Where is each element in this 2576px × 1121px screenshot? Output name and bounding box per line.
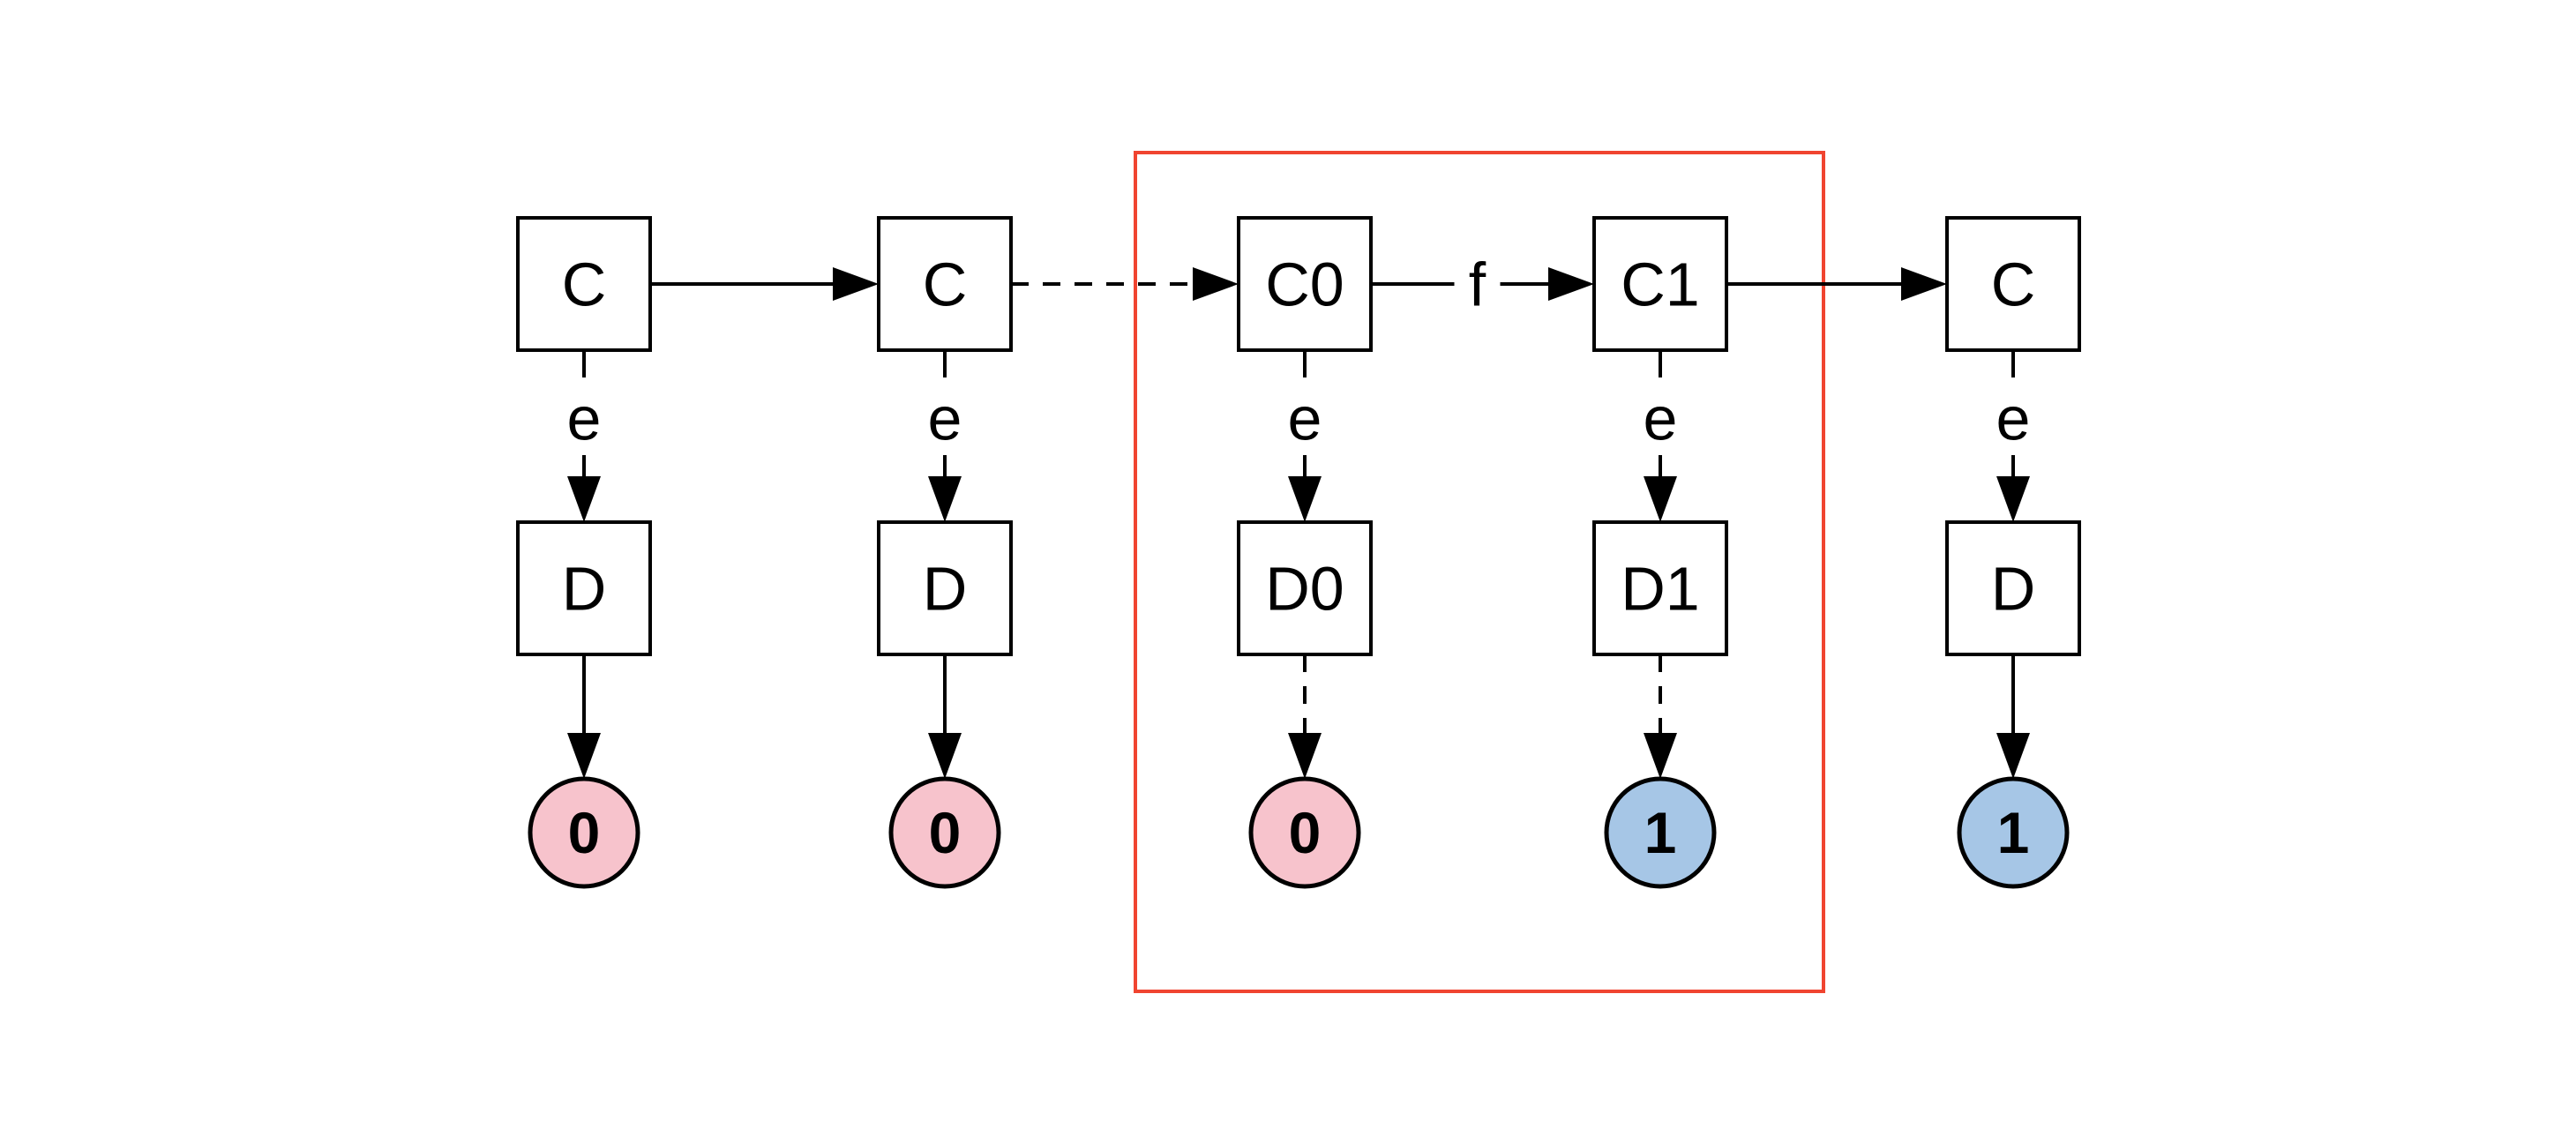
d-node-label-3: D0 [1265,555,1344,624]
arrowhead-icon [833,267,879,301]
e-edge-1: e [567,350,602,522]
value-node-4 [1604,776,1717,889]
e-edge-4: e [1644,350,1678,522]
arrowhead-icon [1996,476,2030,522]
c-node-3 [1237,216,1373,352]
value-node-label-3: 0 [1289,800,1322,865]
arrowhead-icon [1193,267,1239,301]
c-edge-4-5 [1726,267,1947,301]
arrowhead-icon [1644,476,1677,522]
arrowhead-icon [1644,733,1677,779]
arrowhead-icon [567,733,601,779]
value-node-5 [1957,776,2070,889]
value-node-label-5: 1 [1997,800,2030,865]
e-edge-5: e [1996,350,2031,522]
c-node-label-4: C1 [1621,250,1699,319]
d-node-1 [516,520,652,656]
d-node-4 [1592,520,1728,656]
d-edge-2 [928,654,962,779]
d-edge-5 [1996,654,2030,779]
value-node-label-1: 0 [568,800,601,865]
arrowhead-icon [928,733,962,779]
e-edge-3: e [1288,350,1322,522]
e-edge-label-1: e [567,385,602,453]
c-node-1 [516,216,652,352]
d-node-label-2: D [923,555,968,624]
e-edge-label-2: e [928,385,962,453]
c-node-label-2: C [923,250,968,319]
value-node-3 [1248,776,1361,889]
e-edge-2: e [928,350,962,522]
arrowhead-icon [1996,733,2030,779]
arrowhead-icon [1548,267,1594,301]
d-node-label-4: D1 [1621,555,1699,624]
c-node-5 [1945,216,2081,352]
arrowhead-icon [1288,733,1322,779]
c-node-label-1: C [562,250,607,319]
d-node-2 [877,520,1013,656]
c-node-2 [877,216,1013,352]
c-edge-3-4: f [1371,250,1594,319]
d-edge-3 [1288,654,1322,779]
value-node-label-4: 1 [1644,800,1677,865]
arrowhead-icon [567,476,601,522]
value-node-2 [888,776,1001,889]
e-edge-label-4: e [1644,385,1678,453]
d-node-3 [1237,520,1373,656]
e-edge-label-3: e [1288,385,1322,453]
d-node-label-1: D [562,555,607,624]
c-node-4 [1592,216,1728,352]
arrowhead-icon [1901,267,1947,301]
value-node-label-2: 0 [929,800,962,865]
edge-label-f: f [1469,250,1486,319]
highlight-rectangle [1134,151,1825,993]
d-edge-4 [1644,654,1677,779]
d-node-5 [1945,520,2081,656]
c-edge-1-2 [650,267,879,301]
value-node-1 [528,776,640,889]
c-edge-2-3 [1011,267,1239,301]
e-edge-label-5: e [1996,385,2031,453]
arrowhead-icon [1288,476,1322,522]
d-node-label-5: D [1991,555,2036,624]
d-edge-1 [567,654,601,779]
c-node-label-5: C [1991,250,2036,319]
arrowhead-icon [928,476,962,522]
c-node-label-3: C0 [1265,250,1344,319]
